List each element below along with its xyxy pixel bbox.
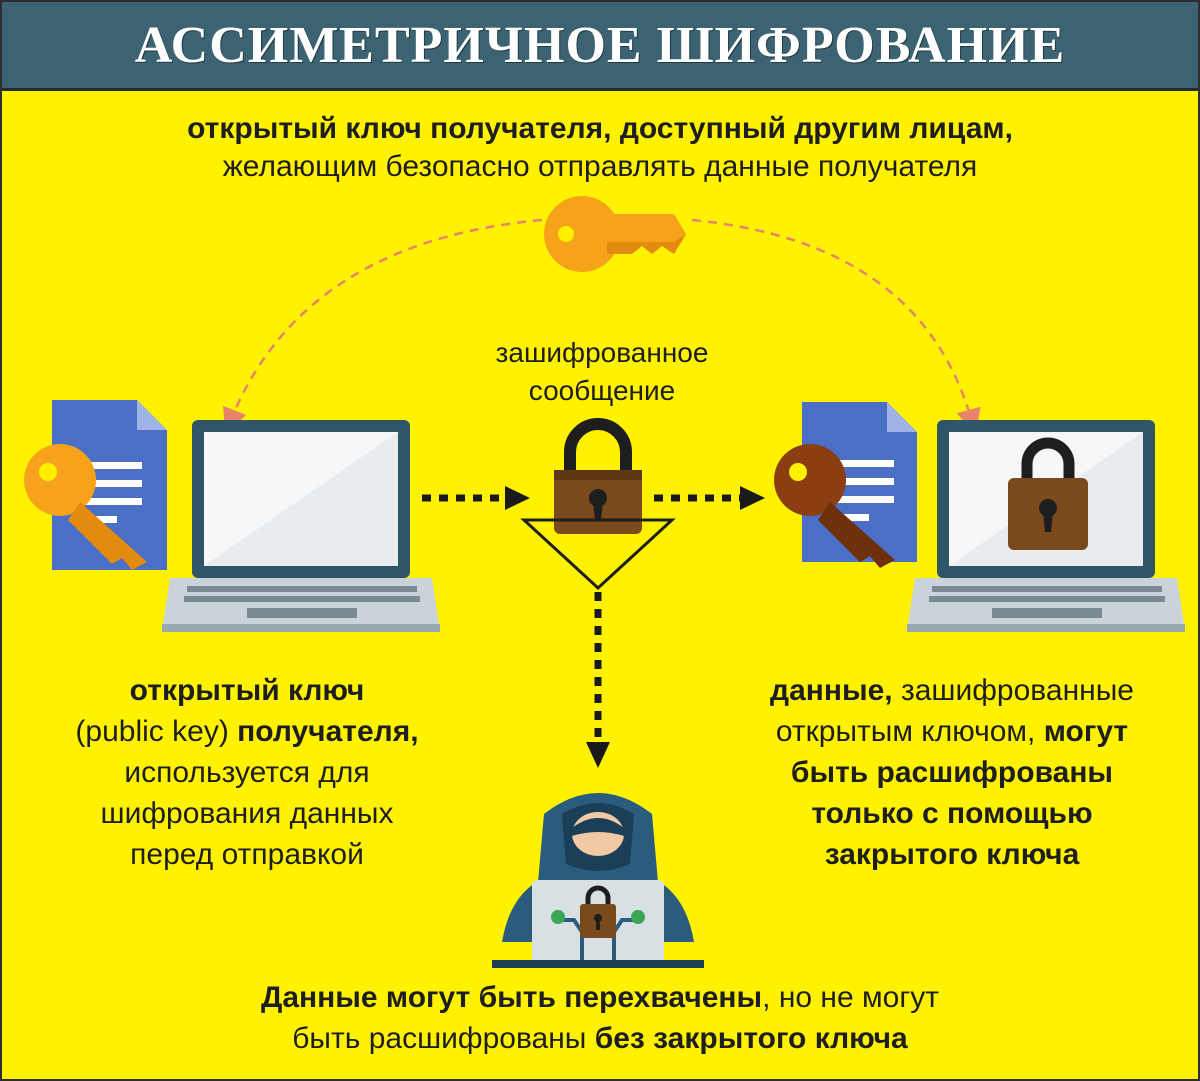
public-key-distribution-arc bbox=[223, 218, 543, 434]
deliver-arrow bbox=[654, 486, 765, 510]
encrypted-lock-icon bbox=[554, 418, 642, 534]
intercept-arrow bbox=[586, 592, 610, 768]
sender-caption-line2-bold: получателя, bbox=[237, 715, 419, 748]
page-title: АССИМЕТРИЧНОЕ ШИФРОВАНИЕ bbox=[134, 16, 1066, 74]
sender-caption-line4: шифрования данных bbox=[100, 797, 394, 830]
interception-caption-line1-bold: Данные могут быть перехвачены bbox=[260, 981, 763, 1014]
sender-caption-line2: (public key) получателя, bbox=[22, 711, 472, 752]
recipient-caption-line1-bold: данные, bbox=[770, 674, 893, 707]
sender-caption: открытый ключ (public key) получателя, и… bbox=[22, 670, 472, 875]
encrypted-message-line1: зашифрованное bbox=[495, 337, 709, 368]
interception-caption-line1: Данные могут быть перехвачены, но не мог… bbox=[2, 977, 1198, 1018]
public-key-caption-line2: желающим безопасно отправлять данные пол… bbox=[222, 150, 978, 183]
recipient-caption-line2-normal: открытым ключом, bbox=[775, 715, 1044, 748]
encrypted-message-line2: сообщение bbox=[528, 375, 676, 406]
public-key-caption-line1: открытый ключ получателя, доступный друг… bbox=[187, 112, 1013, 145]
private-key-icon bbox=[774, 444, 895, 568]
interception-caption-line2-normal: быть расшифрованы bbox=[292, 1022, 595, 1055]
recipient-caption: данные, зашифрованные открытым ключом, м… bbox=[702, 670, 1198, 875]
sender-caption-line2-normal: (public key) bbox=[75, 715, 238, 748]
sender-public-key-icon bbox=[24, 444, 147, 570]
title-bar: АССИМЕТРИЧНОЕ ШИФРОВАНИЕ bbox=[2, 2, 1198, 91]
recipient-caption-line1: данные, зашифрованные bbox=[702, 670, 1198, 711]
hacker-icon bbox=[492, 793, 704, 968]
recipient-caption-line2: открытым ключом, могут bbox=[702, 711, 1198, 752]
recipient-caption-line3: быть расшифрованы bbox=[790, 756, 1114, 789]
public-key-icon bbox=[544, 196, 686, 272]
sender-caption-line5: перед отправкой bbox=[130, 838, 364, 871]
recipient-caption-line2-bold: могут bbox=[1043, 715, 1129, 748]
recipient-caption-line1-normal: зашифрованные bbox=[892, 674, 1134, 707]
sender-laptop-icon bbox=[162, 420, 440, 632]
encrypted-message-label: зашифрованное сообщение bbox=[422, 334, 782, 410]
recipient-caption-line4: только с помощью bbox=[811, 797, 1093, 830]
public-key-caption: открытый ключ получателя, доступный друг… bbox=[2, 110, 1198, 186]
funnel-shape bbox=[520, 518, 676, 591]
public-key-distribution-arc-right bbox=[691, 218, 981, 435]
sender-caption-line3: используется для bbox=[124, 756, 370, 789]
recipient-caption-line5: закрытого ключа bbox=[824, 838, 1080, 871]
interception-caption-line2: быть расшифрованы без закрытого ключа bbox=[2, 1018, 1198, 1059]
interception-caption-line1-normal: , но не могут bbox=[762, 981, 940, 1014]
sender-caption-line1: открытый ключ bbox=[129, 674, 365, 707]
interception-caption-line2-bold: без закрытого ключа bbox=[594, 1022, 908, 1055]
interception-caption: Данные могут быть перехвачены, но не мог… bbox=[2, 977, 1198, 1059]
send-arrow bbox=[422, 486, 530, 510]
recipient-laptop-icon bbox=[907, 420, 1185, 632]
